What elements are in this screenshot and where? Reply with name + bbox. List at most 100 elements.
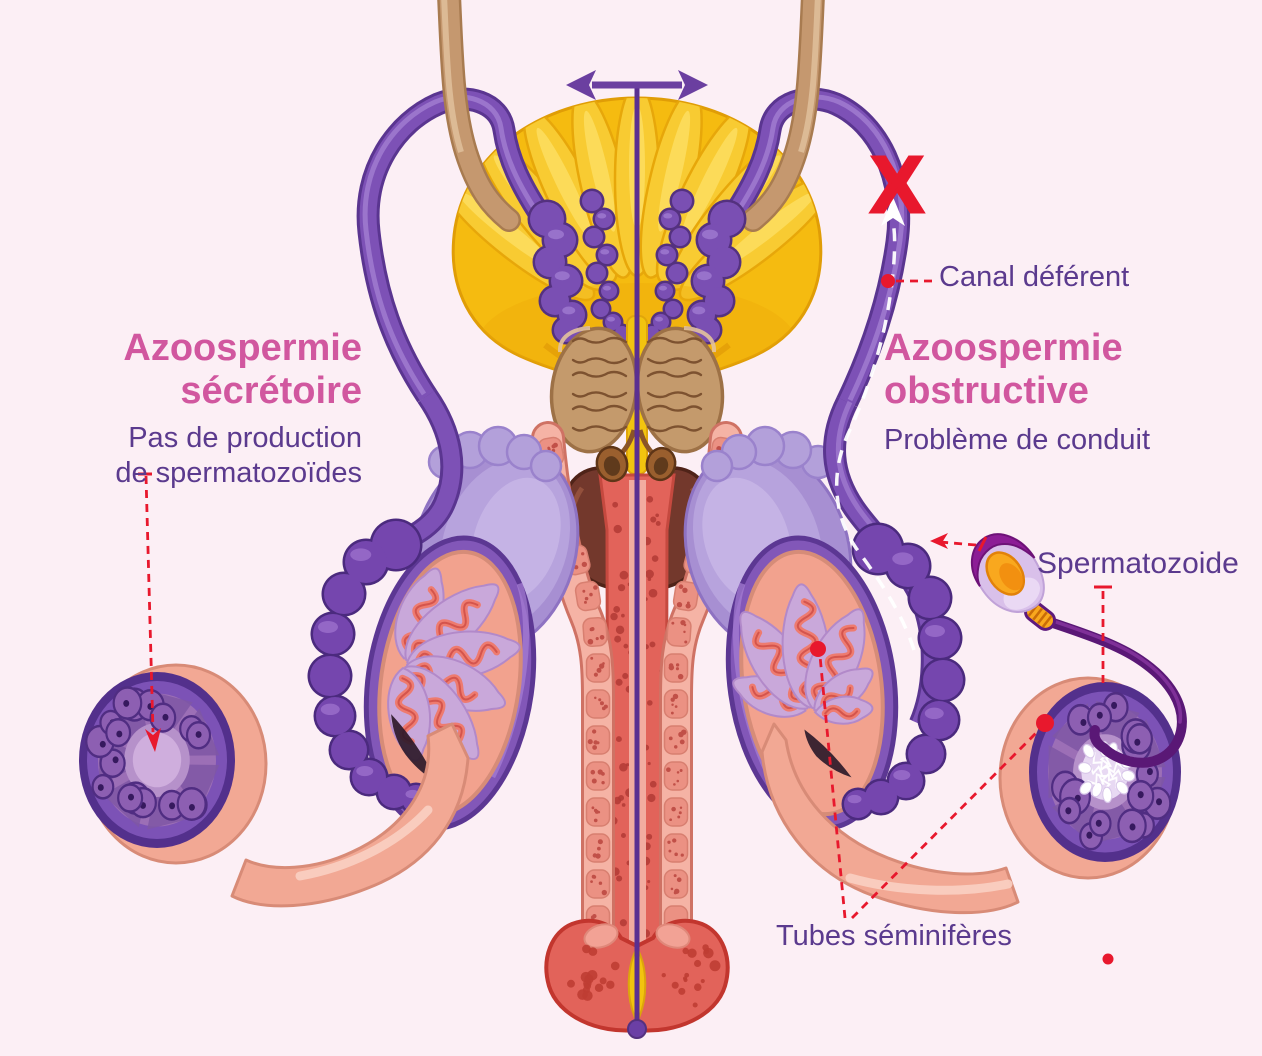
- cavernosum-speckle: [655, 521, 661, 526]
- ampulla-left-lobe: [582, 191, 602, 211]
- cavernosum-speckle: [613, 524, 622, 534]
- segment-speckle: [673, 874, 677, 878]
- cell-nucleus-dot: [1095, 819, 1102, 827]
- ampulla-left-lobe: [593, 301, 609, 317]
- tubule-dot-cross-section: [1036, 714, 1054, 732]
- segment-speckle: [601, 889, 607, 896]
- cavernosum-speckle: [618, 795, 625, 801]
- bladder-lobe-highlight: [583, 110, 616, 232]
- epididymis-lobe: [310, 656, 350, 696]
- tubes-seminiferes-label: Tubes séminifères: [776, 920, 1012, 952]
- epididymis-lobe: [324, 574, 364, 614]
- tubes-line-right: [851, 727, 1042, 919]
- sperm-head-small: [1121, 769, 1136, 782]
- segment-speckle: [677, 815, 681, 819]
- segment-speckle: [591, 778, 597, 784]
- segment-speckle: [584, 596, 589, 601]
- glans-speckle: [588, 947, 598, 956]
- sperm-head-small: [1079, 781, 1093, 795]
- spongiosum-segment: [663, 833, 689, 863]
- segment-speckle: [672, 838, 677, 843]
- glans-speckle: [671, 981, 679, 989]
- secretory-desc-line1: Pas de production: [128, 422, 362, 454]
- sperm-head-small: [1077, 761, 1092, 774]
- prostate-squiggle: [646, 370, 703, 378]
- glans-speckle: [694, 959, 702, 968]
- segment-speckle: [589, 592, 593, 597]
- cavernosum-speckle: [651, 555, 659, 562]
- spermatogenic-cell: [1126, 723, 1153, 755]
- segment-speckle: [601, 706, 606, 711]
- glans-speckle: [567, 979, 575, 988]
- spongiosum-segment: [663, 869, 689, 899]
- epididymis-lobe-highlight: [892, 552, 914, 565]
- cell-nucleus-dot: [162, 713, 169, 721]
- tubule-cross-section-with-sperm: [1029, 682, 1181, 862]
- segment-speckle: [598, 881, 603, 885]
- epididymis-lobe-highlight: [350, 548, 372, 561]
- segment-speckle: [668, 736, 673, 741]
- spongiosum-segment: [666, 617, 692, 647]
- epididymis-right: [841, 522, 966, 821]
- segment-speckle: [675, 667, 680, 671]
- vas-deferens-right-upper: [719, 87, 911, 407]
- cavernosum-speckle: [647, 700, 653, 706]
- segment-speckle: [668, 849, 672, 853]
- glans-speckle: [687, 948, 697, 958]
- glans-speckle: [599, 977, 607, 985]
- ampulla-right-lobe-highlight: [659, 285, 667, 291]
- cavernosum-speckle: [622, 672, 629, 680]
- bladder-lobe-highlight: [717, 191, 817, 270]
- prostate-squiggle: [571, 370, 628, 378]
- segment-speckle: [679, 739, 685, 745]
- cavernosum-speckle: [615, 736, 622, 743]
- arrow-left-head: [566, 70, 596, 100]
- segment-speckle: [574, 565, 579, 570]
- secretory-pointer-line: [144, 475, 155, 733]
- cell-nucleus-dot: [1086, 831, 1093, 839]
- cell-nucleus-dot: [1080, 718, 1087, 727]
- testis-lobule: [804, 608, 866, 710]
- segment-speckle: [672, 693, 679, 700]
- testis-right-hilum-slit: [804, 729, 852, 778]
- sperm-tail: [1045, 617, 1187, 768]
- glans-speckle: [661, 972, 666, 978]
- stray-red-dot: [1102, 953, 1114, 965]
- glans-speckle: [583, 983, 589, 988]
- segment-speckle: [676, 779, 680, 783]
- epididymis-lobe-highlight: [320, 703, 340, 716]
- prostate-squiggle: [571, 357, 628, 365]
- prostate-squiggle: [646, 425, 703, 433]
- cell-nucleus-dot: [97, 784, 104, 791]
- cell-nucleus-dot: [1065, 807, 1072, 815]
- cavernosum-speckle: [655, 513, 659, 518]
- cell-nucleus-dot: [1156, 798, 1163, 806]
- glans-speckles: [567, 944, 721, 1008]
- epididymis-lobe: [910, 578, 950, 618]
- glans-speckle: [610, 961, 620, 971]
- seminal-vesicle-left-lobe-highlight: [548, 229, 564, 240]
- cavernosum-speckle: [625, 763, 630, 767]
- tubule-cross-section-empty: [79, 672, 235, 848]
- cell-nucleus-dot: [1134, 738, 1141, 746]
- segment-speckle: [592, 729, 597, 734]
- epididymis-lobe: [908, 736, 944, 772]
- segment-speckle: [684, 640, 688, 644]
- segment-speckle: [601, 771, 605, 776]
- segment-speckle: [671, 703, 674, 707]
- arrow-right-head: [678, 70, 708, 100]
- prostate-squiggle: [646, 404, 703, 412]
- segment-speckle: [676, 602, 683, 608]
- testis-left: [363, 535, 537, 831]
- sperm-acrosome-cap: [971, 533, 1036, 587]
- glans-speckle: [587, 969, 598, 981]
- cavernosum-speckle: [650, 516, 657, 523]
- cavernosum-speckle: [649, 641, 656, 648]
- segment-speckle: [594, 696, 597, 700]
- ureter-left: [437, 0, 521, 232]
- secretory-desc-line2: de spermatozoïdes: [115, 457, 362, 489]
- prostate-squiggle: [571, 404, 628, 412]
- segment-speckle: [670, 887, 674, 891]
- annotations: [138, 274, 1114, 965]
